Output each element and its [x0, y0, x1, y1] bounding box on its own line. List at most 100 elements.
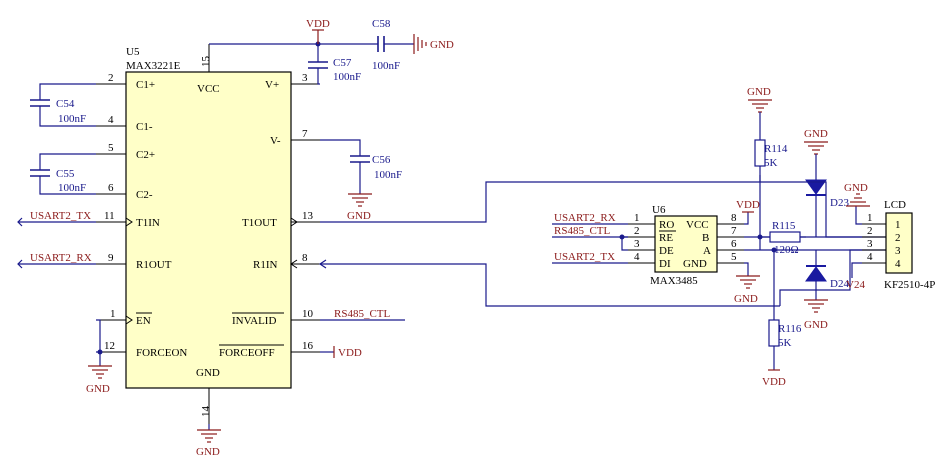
u5-body — [125, 71, 292, 389]
d23-ref: D23 — [830, 197, 849, 209]
u6-body — [654, 215, 718, 273]
c54-ref: C54 — [56, 98, 75, 110]
u6-pin7-num: 7 — [731, 225, 737, 237]
u5-pin6-name: C2- — [136, 189, 153, 201]
u6-pin7-name: B — [702, 232, 709, 244]
u5-pin16-name: FORCEOFF — [219, 347, 275, 359]
u6-pin3-num: 3 — [634, 238, 640, 250]
u5-pin8-name: R1IN — [253, 259, 278, 271]
r116-component: R116 5K VDD — [762, 247, 802, 388]
u5-pin4-num: 4 — [108, 114, 114, 126]
u6-wiring: USART2_RX RS485_CTL USART2_TX VDD GND — [552, 199, 886, 305]
u5-usart2-tx-label: USART2_TX — [30, 210, 91, 222]
lcd-pin4-num: 4 — [867, 251, 873, 263]
r115-component: R115 120Ω — [759, 220, 806, 256]
u6-pin1-name: RO — [659, 219, 674, 231]
u6-pin8-name: VCC — [686, 219, 709, 231]
u6-ref: U6 — [652, 204, 666, 216]
r116-value: 5K — [778, 337, 792, 349]
c57-value: 100nF — [333, 71, 361, 83]
u5-pin7-num: 7 — [302, 128, 308, 140]
d24-gnd-label: GND — [804, 319, 828, 331]
u5-vdd-top-label: VDD — [306, 18, 330, 30]
u5-pin5-name: C2+ — [136, 149, 155, 161]
r114-component: GND R114 5K — [747, 86, 788, 240]
u6-pin6-num: 6 — [731, 238, 737, 250]
lcd-pin2-name: 2 — [895, 232, 901, 244]
u6-gnd-label: GND — [734, 293, 758, 305]
u6-usart2-tx-label: USART2_TX — [554, 251, 615, 263]
lcd-v24-label: V24 — [846, 279, 865, 291]
u5-pin13-num: 13 — [302, 210, 314, 222]
u5-pin2-num: 2 — [108, 72, 114, 84]
u5-forceoff-vdd-label: VDD — [338, 347, 362, 359]
c54-value: 100nF — [58, 113, 86, 125]
u5-pin5-num: 5 — [108, 142, 114, 154]
c56-gnd-label: GND — [347, 210, 371, 222]
u6-pin4-num: 4 — [634, 251, 640, 263]
u5-pin9-num: 9 — [108, 252, 114, 264]
u6-pin4-name: DI — [659, 258, 671, 270]
u5-en-gnd-label: GND — [86, 383, 110, 395]
u6-part: MAX3485 — [650, 275, 698, 287]
u6-pin5-num: 5 — [731, 251, 737, 263]
u5-pin7-name: V- — [270, 135, 281, 147]
u5-pin1-num: 1 — [110, 308, 116, 320]
u6-pin1-num: 1 — [634, 212, 640, 224]
u5-pin14-name: GND — [196, 367, 220, 379]
lcd-ref: LCD — [884, 199, 906, 211]
lcd-part: KF2510-4P — [884, 279, 935, 291]
r115-ref: R115 — [772, 220, 796, 232]
u5-pin2-name: C1+ — [136, 79, 155, 91]
c58-ref: C58 — [372, 18, 391, 30]
u5-pin13-name: T1OUT — [242, 217, 277, 229]
r115-value: 120Ω — [774, 244, 799, 256]
u5-pin14-num: 14 — [200, 406, 212, 418]
r114-value: 5K — [764, 157, 778, 169]
u5-pin6-num: 6 — [108, 182, 114, 194]
lcd-pin1-name: 1 — [895, 219, 901, 231]
u5-pin12-num: 12 — [104, 340, 115, 352]
u5-pin11-name: T1IN — [136, 217, 160, 229]
u5-rs485-ctl-label: RS485_CTL — [334, 308, 391, 320]
u6-pin3-name: DE — [659, 245, 674, 257]
r116-vdd-label: VDD — [762, 376, 786, 388]
lcd-gnd-label: GND — [844, 182, 868, 194]
r114-gnd-label: GND — [747, 86, 771, 98]
u5-component: U5 MAX3221E 2 C1+ 4 C1- 5 C2+ 6 C2- 11 T… — [96, 44, 320, 424]
d24-ref: D24 — [830, 278, 849, 290]
u5-wiring: VDD C58 100nF GND C57 100nF C54 100nF C5… — [17, 18, 780, 458]
u5-pin15-name: VCC — [197, 83, 220, 95]
lcd-body — [885, 212, 913, 274]
u6-usart2-rx-label: USART2_RX — [554, 212, 616, 224]
u5-pin10-num: 10 — [302, 308, 314, 320]
u5-pin9-name: R1OUT — [136, 259, 172, 271]
u6-pin8-num: 8 — [731, 212, 737, 224]
u5-usart2-rx-label: USART2_RX — [30, 252, 92, 264]
r116-ref: R116 — [778, 323, 802, 335]
d23-component: GND D23 — [804, 128, 849, 237]
u5-pin10-name: INVALID — [232, 315, 276, 327]
c57-ref: C57 — [333, 57, 352, 69]
u5-ref: U5 — [126, 46, 140, 58]
c56-ref: C56 — [372, 154, 391, 166]
u6-component: U6 MAX3485 1 RO 2 RE 3 DE 4 DI 8 VCC 7 B… — [628, 204, 744, 287]
u6-rs485-ctl-label: RS485_CTL — [554, 225, 611, 237]
lcd-pin3-name: 3 — [895, 245, 901, 257]
u5-pin15-num: 15 — [200, 56, 212, 68]
lcd-pin3-num: 3 — [867, 238, 873, 250]
u5-pin11-num: 11 — [104, 210, 115, 222]
lcd-connector: LCD KF2510-4P 1 1 2 2 3 3 4 4 GND V24 — [760, 181, 935, 306]
d23-gnd-label: GND — [804, 128, 828, 140]
lcd-pin1-num: 1 — [867, 212, 873, 224]
u5-pin3-num: 3 — [302, 72, 308, 84]
u6-pin2-name: RE — [659, 232, 673, 244]
u6-pin2-num: 2 — [634, 225, 640, 237]
c55-value: 100nF — [58, 182, 86, 194]
u5-pin1-name: EN — [136, 315, 151, 327]
u6-pin5-name: GND — [683, 258, 707, 270]
u5-pin3-name: V+ — [265, 79, 279, 91]
lcd-pin4-name: 4 — [895, 258, 901, 270]
u5-pin8-num: 8 — [302, 252, 308, 264]
